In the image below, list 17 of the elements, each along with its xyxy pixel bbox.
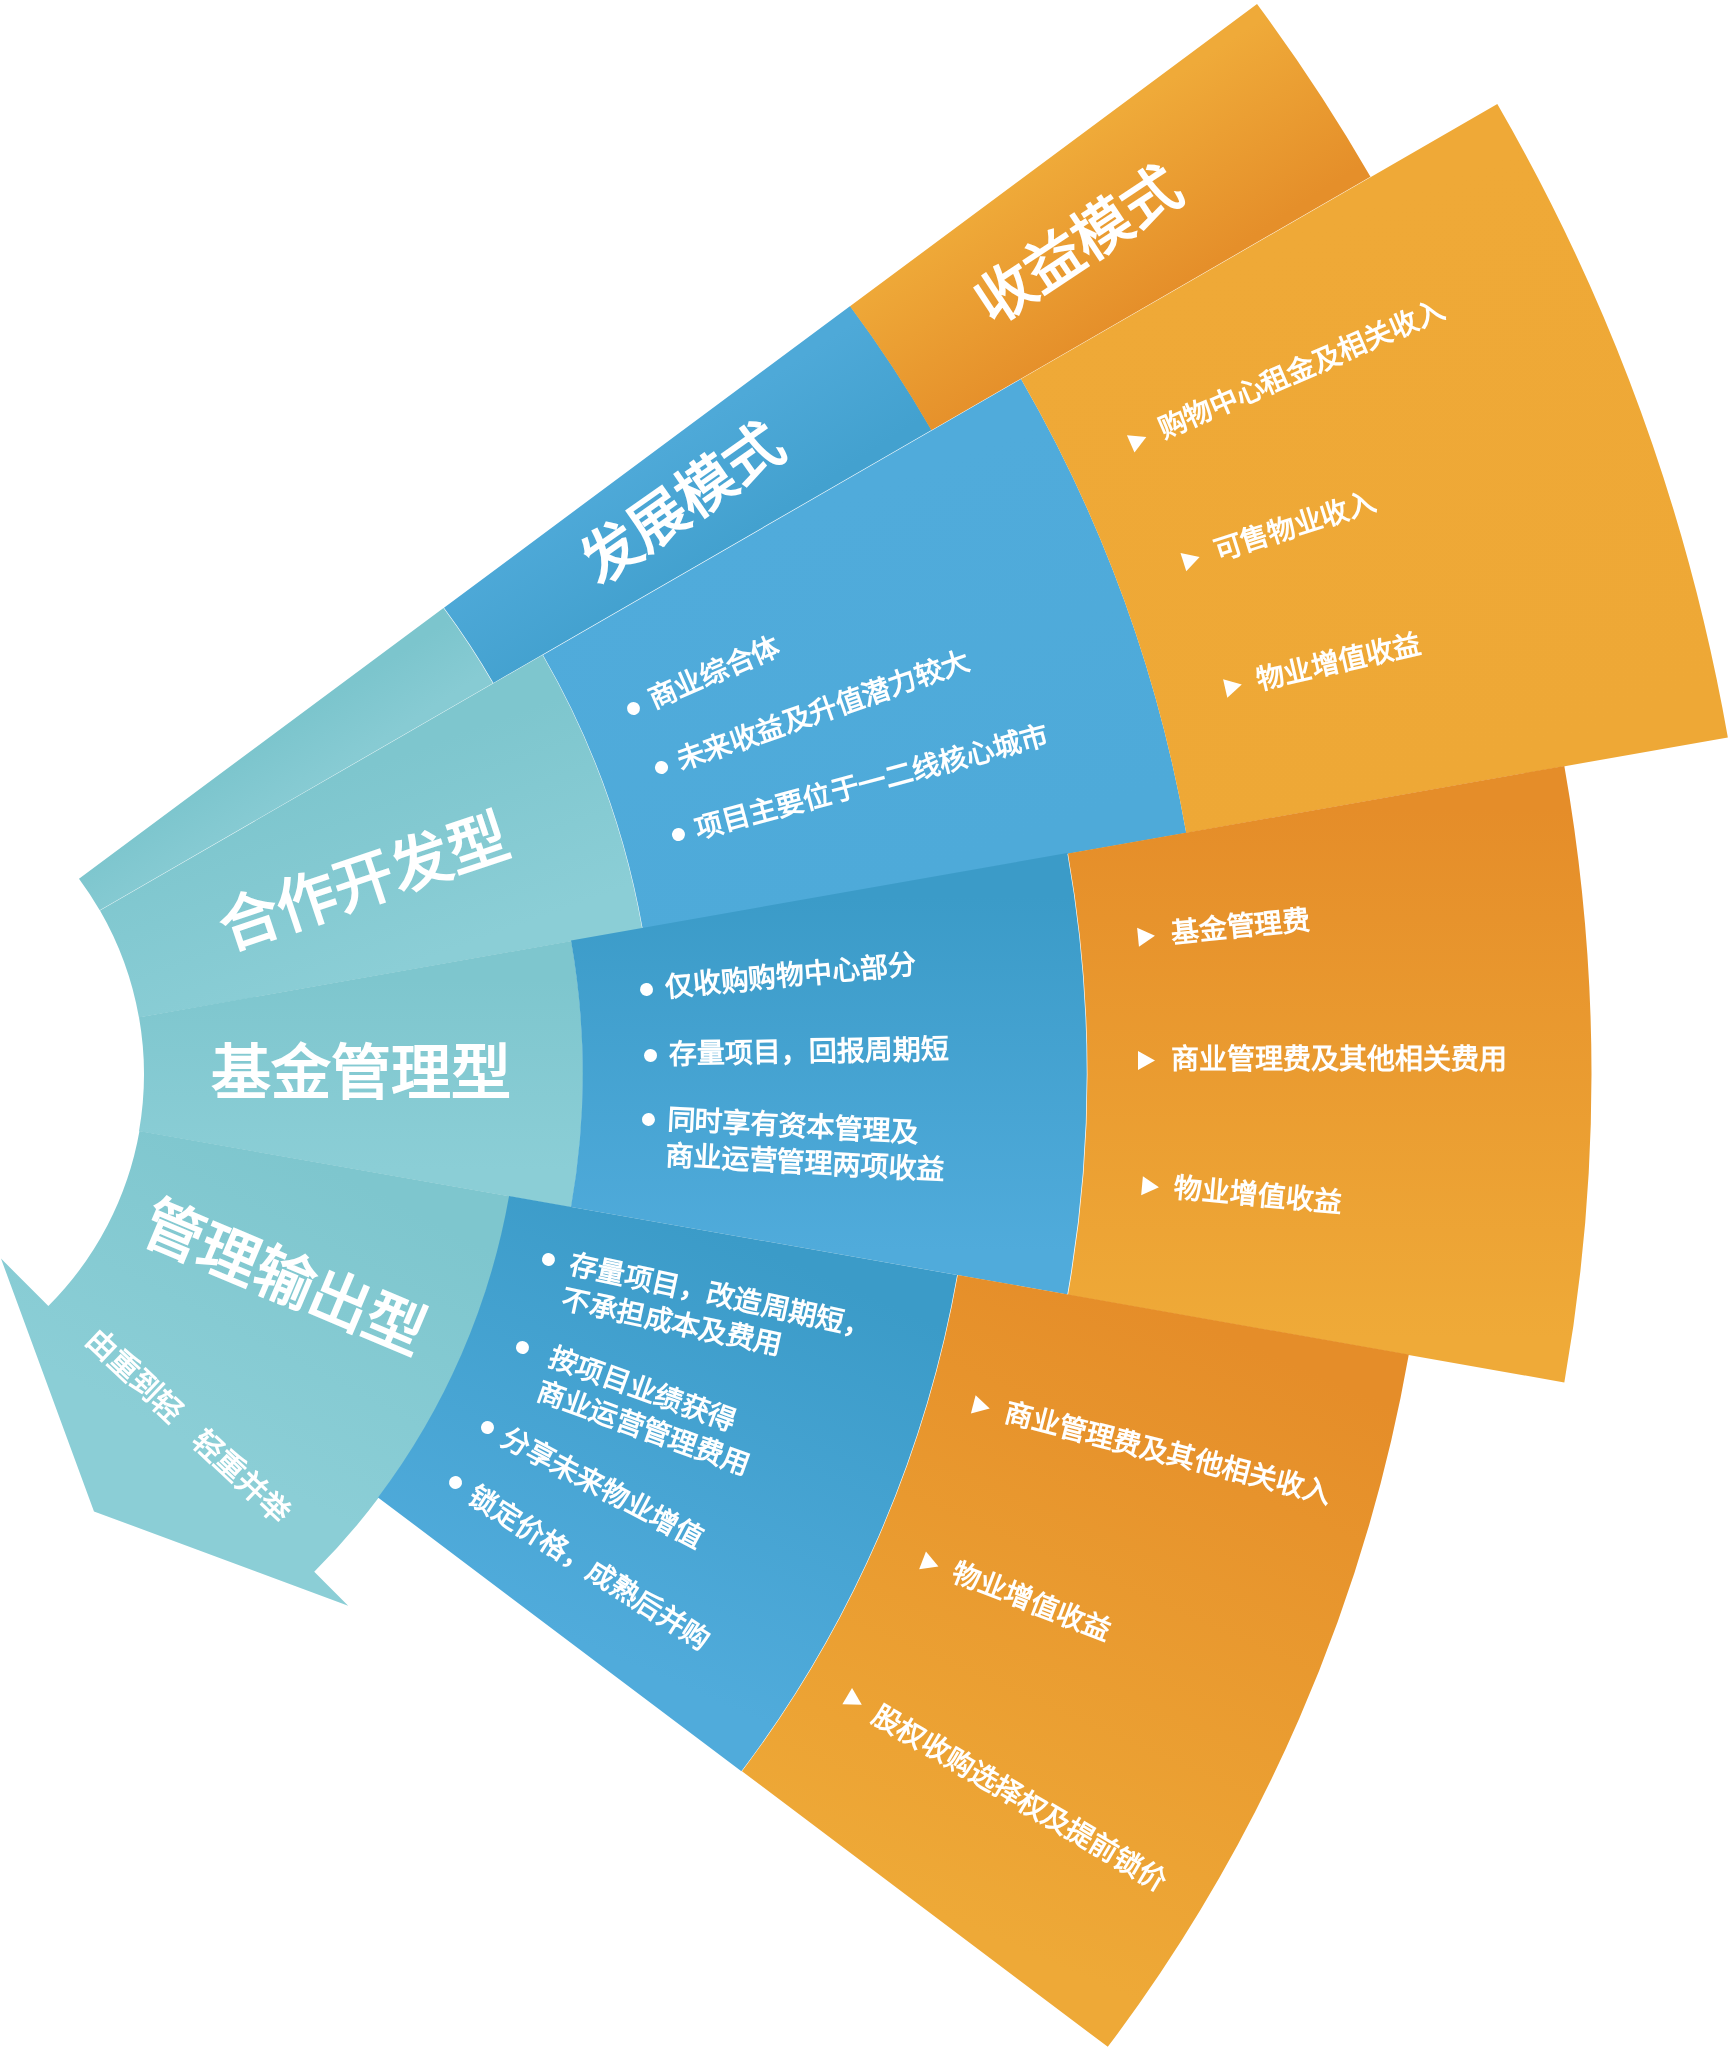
row-heading: 合作开发型 <box>209 802 518 965</box>
row-heading: 基金管理型 <box>211 1039 511 1109</box>
bullet-text: 商业管理费及其他相关费用 <box>1170 1043 1507 1078</box>
bullet-text: 物业增值收益 <box>946 1555 1117 1648</box>
sector-band <box>1067 765 1591 1383</box>
bullet-text: 商业管理费及其他相关收入 <box>1000 1395 1335 1513</box>
bullet-text: 物业增值收益 <box>1172 1171 1344 1221</box>
bullet-text: 物业增值收益 <box>1253 626 1426 698</box>
bullet-text: 基金管理费 <box>1169 903 1312 952</box>
bullet-text: 可售物业收入 <box>1209 485 1381 569</box>
column-heading: 发展模式 <box>567 408 797 599</box>
bullet-text: 股权收购选择权及提前锁价 <box>866 1698 1174 1900</box>
sector-band <box>100 654 643 1018</box>
bullet-text: 存量项目，回报周期短 <box>668 1032 950 1072</box>
band-note: 由重到轻 轻重并举 <box>79 1321 297 1532</box>
bullet-text: 仅收购购物中心部分 <box>662 947 918 1005</box>
bullet-text: 同时享有资本管理及商业运营管理两项收益 <box>663 1103 947 1188</box>
